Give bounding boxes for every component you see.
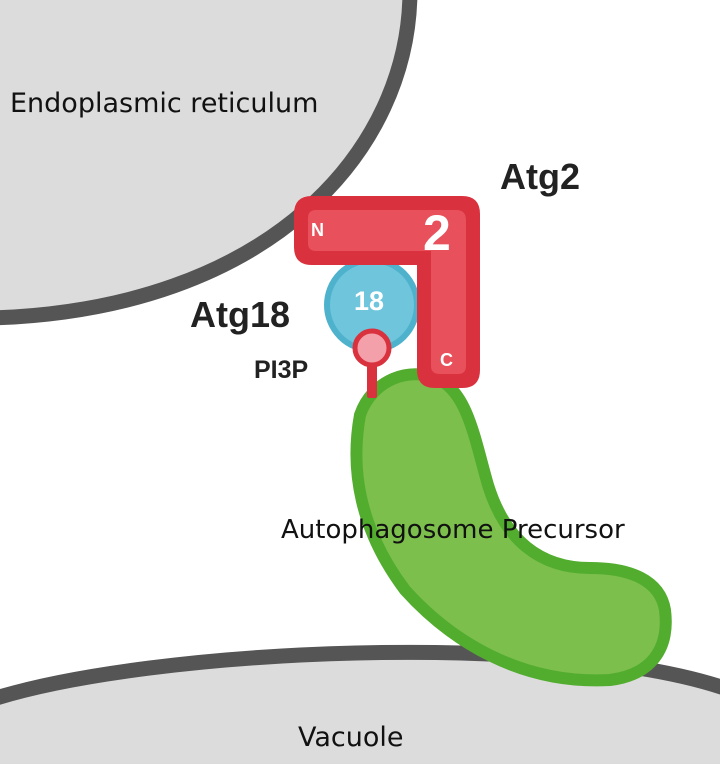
atg2-c-terminus-label: C (440, 350, 453, 370)
endoplasmic-reticulum-shape (0, 0, 410, 318)
atg2-label: Atg2 (500, 156, 580, 197)
pi3p-lipid-head (355, 331, 389, 365)
atg18-label: Atg18 (190, 294, 291, 335)
pi3p-lipid-head-outline (352, 328, 392, 368)
autophagosome-precursor-membrane (350, 368, 672, 687)
atg2-protein-inner (308, 210, 466, 374)
pi3p-label: PI3P (254, 356, 309, 384)
vacuole-shape (0, 652, 720, 768)
endoplasmic-reticulum-label: Endoplasmic reticulum (10, 88, 319, 119)
vacuole-label: Vacuole (298, 722, 404, 753)
atg2-number-label: 2 (423, 205, 451, 261)
autophagosome-precursor-shape (356, 374, 666, 681)
atg2-n-terminus-label: N (311, 220, 324, 240)
pi3p-lipid-tail (367, 362, 377, 398)
autophagosome-precursor-label: Autophagosome Precursor (281, 515, 625, 545)
atg18-number-label: 18 (354, 286, 385, 316)
atg18-protein (327, 260, 417, 350)
